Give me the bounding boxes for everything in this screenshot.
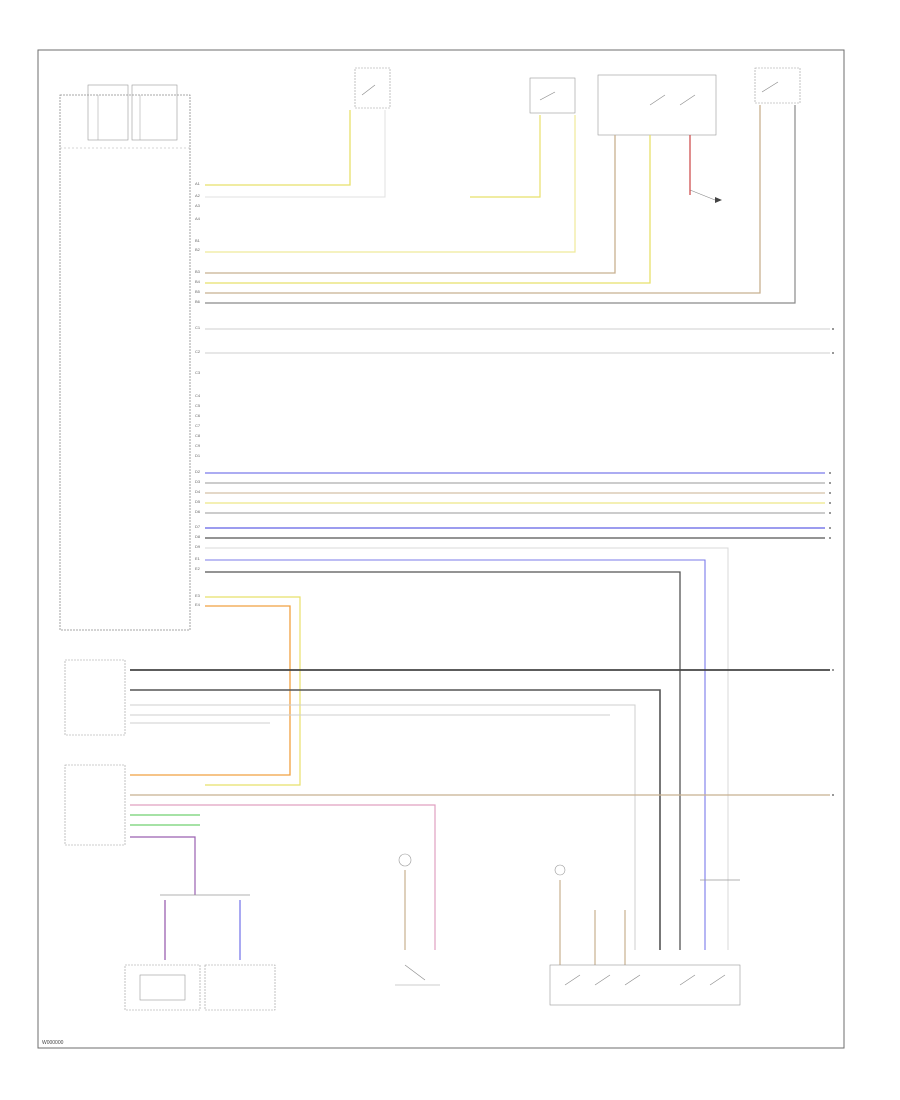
svg-text:B6: B6 — [195, 299, 201, 304]
svg-text:D5: D5 — [195, 499, 201, 504]
diagram-border — [37, 49, 845, 1049]
svg-text:D6: D6 — [195, 509, 201, 514]
lower-module-1 — [64, 659, 126, 736]
svg-text:B4: B4 — [195, 279, 201, 284]
svg-text:B3: B3 — [195, 269, 201, 274]
switch-component-2 — [529, 77, 576, 114]
svg-text:D8: D8 — [195, 534, 201, 539]
svg-text:B1: B1 — [195, 238, 201, 243]
svg-text:A2: A2 — [195, 193, 201, 198]
svg-text:D1: D1 — [195, 453, 201, 458]
right-edge-connectors — [829, 328, 834, 796]
svg-text:A4: A4 — [195, 216, 201, 221]
svg-text:C9: C9 — [195, 443, 201, 448]
svg-text:D4: D4 — [195, 489, 201, 494]
svg-text:A3: A3 — [195, 203, 201, 208]
svg-text:C7: C7 — [195, 423, 201, 428]
pin-labels: A1 A2 A3 A4 B1 B2 B3 B4 B5 B6 C1 C2 C3 C… — [195, 181, 201, 607]
svg-text:B2: B2 — [195, 247, 201, 252]
svg-text:E3: E3 — [195, 593, 201, 598]
svg-text:C8: C8 — [195, 433, 201, 438]
switch-component-3 — [754, 67, 801, 104]
svg-text:E1: E1 — [195, 556, 201, 561]
svg-text:A1: A1 — [195, 181, 201, 186]
relay-component — [597, 74, 717, 136]
svg-text:E4: E4 — [195, 602, 201, 607]
svg-text:D9: D9 — [195, 544, 201, 549]
svg-text:D7: D7 — [195, 524, 201, 529]
svg-text:D2: D2 — [195, 469, 201, 474]
sensor-box-2 — [204, 964, 276, 1011]
svg-text:C4: C4 — [195, 393, 201, 398]
switch-component-1 — [354, 67, 391, 109]
footer-code: W000000 — [42, 1040, 64, 1046]
wires — [130, 105, 830, 965]
svg-text:D3: D3 — [195, 479, 201, 484]
switch-pack — [549, 864, 741, 1006]
lower-module-2 — [64, 764, 126, 846]
svg-text:C1: C1 — [195, 325, 201, 330]
svg-text:C6: C6 — [195, 413, 201, 418]
svg-text:B5: B5 — [195, 289, 201, 294]
main-control-module: A1 A2 A3 A4 B1 B2 B3 B4 B5 B6 C1 C2 C3 C… — [59, 84, 201, 631]
svg-text:C2: C2 — [195, 349, 201, 354]
sensor-box-1 — [124, 964, 201, 1011]
svg-text:E2: E2 — [195, 566, 201, 571]
svg-text:C5: C5 — [195, 403, 201, 408]
bottom-switch — [395, 853, 440, 986]
svg-text:C3: C3 — [195, 370, 201, 375]
ground-icon — [689, 189, 722, 203]
